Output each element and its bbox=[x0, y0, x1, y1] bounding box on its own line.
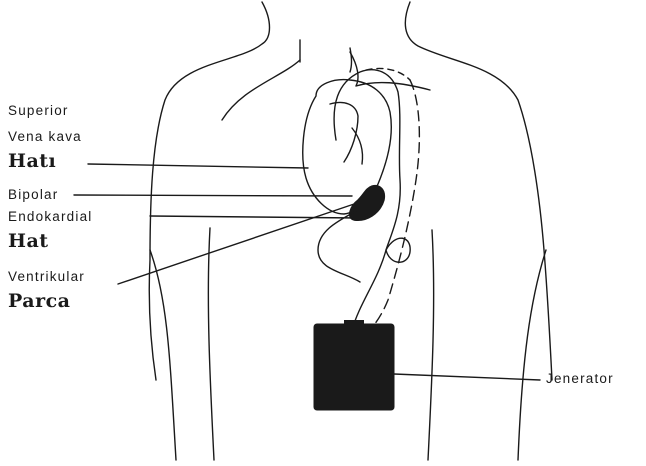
label-vena-kava: Vena kava bbox=[8, 130, 82, 144]
label-hati: Hatı bbox=[8, 152, 56, 171]
right-arm-line bbox=[518, 250, 546, 460]
abdomen-line-right bbox=[428, 230, 434, 460]
generator-connector bbox=[344, 320, 364, 328]
heart-inner2 bbox=[352, 128, 363, 164]
leader-ventricular bbox=[118, 202, 360, 284]
label-superior: Superior bbox=[8, 104, 69, 118]
leader-bipolar bbox=[74, 195, 352, 196]
pacemaker-generator bbox=[314, 324, 394, 410]
leader-generator bbox=[394, 374, 540, 380]
lead-tip bbox=[350, 186, 385, 221]
label-bipolar: Bipolar bbox=[8, 188, 58, 202]
ventricle-lead bbox=[318, 210, 360, 282]
left-vein bbox=[222, 60, 300, 120]
neck-vein-right bbox=[350, 48, 352, 72]
label-hat: Hat bbox=[8, 232, 49, 251]
torso-outline bbox=[149, 2, 269, 380]
abdomen-line-left bbox=[208, 228, 214, 460]
leader-endocardial bbox=[150, 216, 360, 218]
label-endokardial: Endokardial bbox=[8, 210, 93, 224]
leader-svc bbox=[88, 164, 308, 168]
left-arm-line bbox=[150, 250, 176, 460]
label-jenerator: Jenerator bbox=[546, 372, 614, 386]
label-ventrikular: Ventrikular bbox=[8, 270, 85, 284]
label-parca: Parca bbox=[8, 292, 70, 311]
